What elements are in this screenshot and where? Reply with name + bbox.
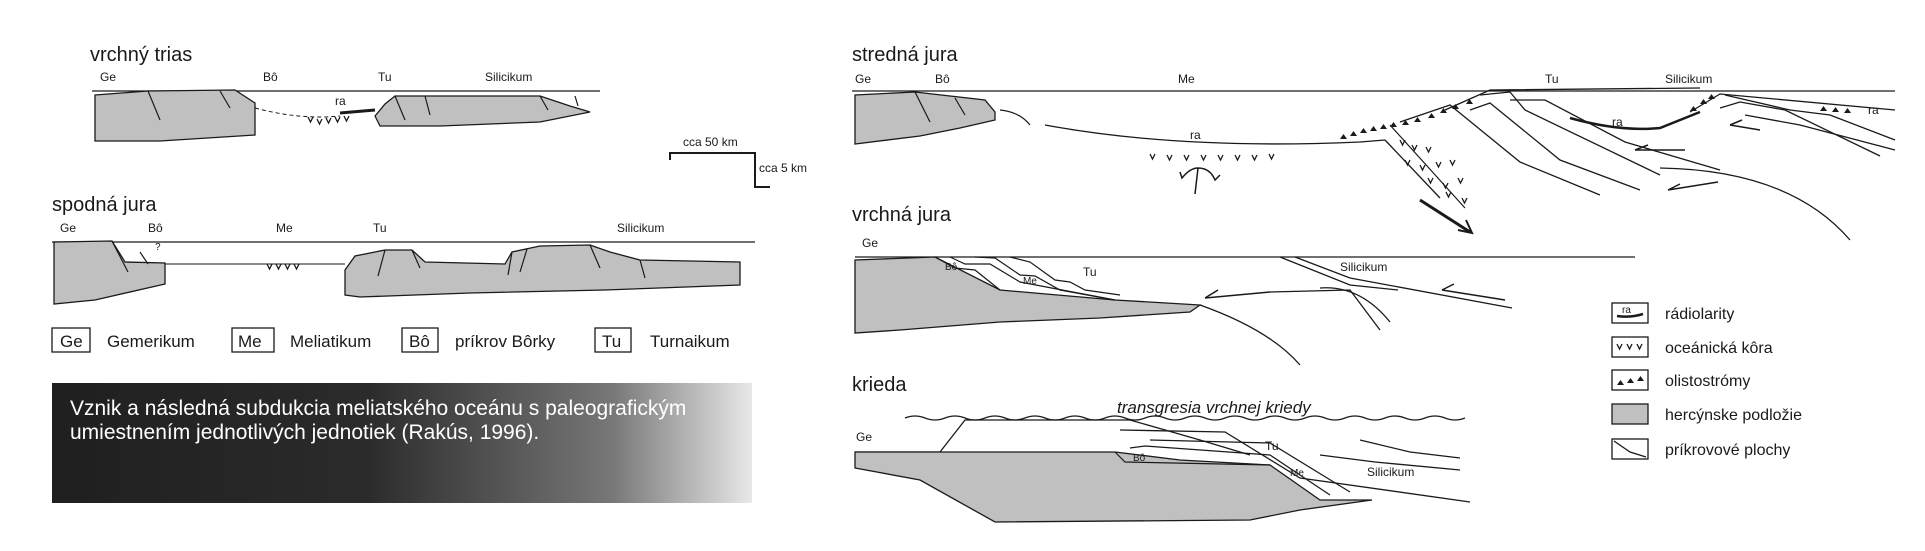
silicikum-block xyxy=(374,95,591,127)
label-tu: Tu xyxy=(1545,72,1559,86)
scale-horizontal-label: cca 50 km xyxy=(683,135,738,149)
panel-title: stredná jura xyxy=(852,44,958,66)
legend-name: Meliatikum xyxy=(290,332,371,351)
transgression-wavy-line xyxy=(904,415,1466,421)
label-ge: Ge xyxy=(856,430,872,444)
label-question: ? xyxy=(155,242,161,253)
legend-label: rádiolarity xyxy=(1665,306,1734,323)
upwelling-arrow xyxy=(1179,167,1221,195)
legend-item-meliatikum: Me Meliatikum xyxy=(231,327,371,353)
legend-abbr: Bô xyxy=(409,332,430,351)
thrust-arrow xyxy=(1729,119,1761,131)
panel-title: krieda xyxy=(852,374,907,396)
thrust-arrow xyxy=(1667,181,1719,191)
label-me: Me xyxy=(1290,468,1304,479)
radiolarite-layer xyxy=(339,108,376,115)
legend-item-borky: Bô príkrov Bôrky xyxy=(401,327,556,353)
label-tu: Tu xyxy=(378,70,392,84)
scale-bar: cca 50 km cca 5 km xyxy=(669,135,807,188)
label-silicikum: Silicikum xyxy=(617,221,664,235)
legend-name: Gemerikum xyxy=(107,332,195,351)
scale-vertical-label: cca 5 km xyxy=(759,161,807,175)
units-legend: Ge Gemerikum Me Meliatikum Bô príkrov Bô… xyxy=(51,327,730,353)
label-tu: Tu xyxy=(373,221,387,235)
oceanic-floor xyxy=(1044,124,1386,145)
gemerikum-block xyxy=(854,91,996,145)
legend-symbol-ra: ra xyxy=(1622,305,1631,316)
thrust-arrow xyxy=(1441,283,1506,301)
label-ge: Ge xyxy=(862,236,878,250)
label-ge: Ge xyxy=(60,221,76,235)
panel-krieda: krieda transgresia vrchnej kriedy Ge Bô … xyxy=(852,374,1471,523)
legend-abbr: Me xyxy=(238,332,262,351)
radiolarite-layer-2 xyxy=(1569,110,1701,131)
legend-label: oceánická kôra xyxy=(1665,340,1773,357)
legend-item-prikrovove-plochy: príkrovové plochy xyxy=(1611,438,1790,460)
label-me: Me xyxy=(1178,72,1195,86)
gemerikum-block xyxy=(854,451,1373,523)
label-tu: Tu xyxy=(1083,265,1097,279)
legend-label: olistostrómy xyxy=(1665,373,1750,390)
silicikum-block xyxy=(344,244,741,298)
legend-item-hercynske-podlozie: hercýnske podložie xyxy=(1611,403,1802,425)
panel-title: spodná jura xyxy=(52,194,157,216)
oceanic-crust-wedge xyxy=(1399,139,1468,204)
label-me: Me xyxy=(1023,276,1037,287)
label-ra: ra xyxy=(1868,103,1879,117)
panel-title: vrchná jura xyxy=(852,204,952,226)
basement-swatch-icon xyxy=(1611,403,1649,425)
panel-stredna-jura: stredná jura xyxy=(852,44,1896,241)
legend-name: Turnaikum xyxy=(650,332,730,351)
transgression-label: transgresia vrchnej kriedy xyxy=(1117,398,1312,417)
label-bo: Bô xyxy=(263,70,278,84)
oceanic-crust-icon xyxy=(1611,336,1649,358)
legend-item-oceanicka-kora: oceánická kôra xyxy=(1611,336,1773,358)
legend-label: príkrovové plochy xyxy=(1665,442,1790,459)
legend-label: hercýnske podložie xyxy=(1665,407,1802,424)
panel-title: vrchný trias xyxy=(90,44,192,66)
label-ra: ra xyxy=(1612,115,1623,129)
thrust-arrow xyxy=(1634,144,1685,151)
label-bo: Bô xyxy=(945,262,958,273)
label-silicikum: Silicikum xyxy=(1367,465,1414,479)
label-bo: Bô xyxy=(1133,453,1146,464)
label-bo: Bô xyxy=(935,72,950,86)
legend-item-radiolarity: ra rádiolarity xyxy=(1611,302,1734,324)
ocean-floor-dashed xyxy=(254,107,341,118)
oceanic-crust-marks xyxy=(1149,153,1275,161)
legend-abbr: Ge xyxy=(60,332,83,351)
label-silicikum: Silicikum xyxy=(1340,260,1387,274)
gemerikum-block xyxy=(53,240,166,305)
gemerikum-block xyxy=(854,256,1202,334)
radiolarite-icon xyxy=(1611,302,1649,324)
label-tu: Tu xyxy=(1265,439,1279,453)
caption-box: Vznik a následná subdukcia meliatského o… xyxy=(52,383,752,503)
subduction-arrow xyxy=(1419,198,1471,234)
legend-item-gemerikum: Ge Gemerikum xyxy=(51,327,195,353)
label-me: Me xyxy=(276,221,293,235)
label-ge: Ge xyxy=(100,70,116,84)
legend-item-olistostromy: olistostrómy xyxy=(1611,369,1750,391)
panel-spodna-jura: spodná jura Ge Bô ? Me Tu Silicikum xyxy=(52,194,755,305)
panel-vrchna-jura: vrchná jura Ge Bô Me Tu Silicikum xyxy=(852,204,1635,366)
olistostrome-icon xyxy=(1611,369,1649,391)
label-ra: ra xyxy=(335,94,346,108)
gemerikum-block xyxy=(94,89,256,142)
symbol-legend: ra rádiolarity oceánická kôra olistostró… xyxy=(1611,302,1802,460)
label-bo: Bô xyxy=(148,221,163,235)
legend-item-turnaikum: Tu Turnaikum xyxy=(594,327,730,353)
label-ra: ra xyxy=(1190,128,1201,142)
panel-vrchny-trias: vrchný trias Ge Bô Tu Silicikum ra xyxy=(90,44,600,142)
label-ge: Ge xyxy=(855,72,871,86)
thrust-plane-icon xyxy=(1611,438,1649,460)
legend-abbr: Tu xyxy=(602,332,621,351)
legend-name: príkrov Bôrky xyxy=(455,332,556,351)
label-silicikum: Silicikum xyxy=(485,70,532,84)
subducting-slab xyxy=(1659,167,1851,241)
thrust-arrow xyxy=(1204,289,1271,299)
label-silicikum: Silicikum xyxy=(1665,72,1712,86)
